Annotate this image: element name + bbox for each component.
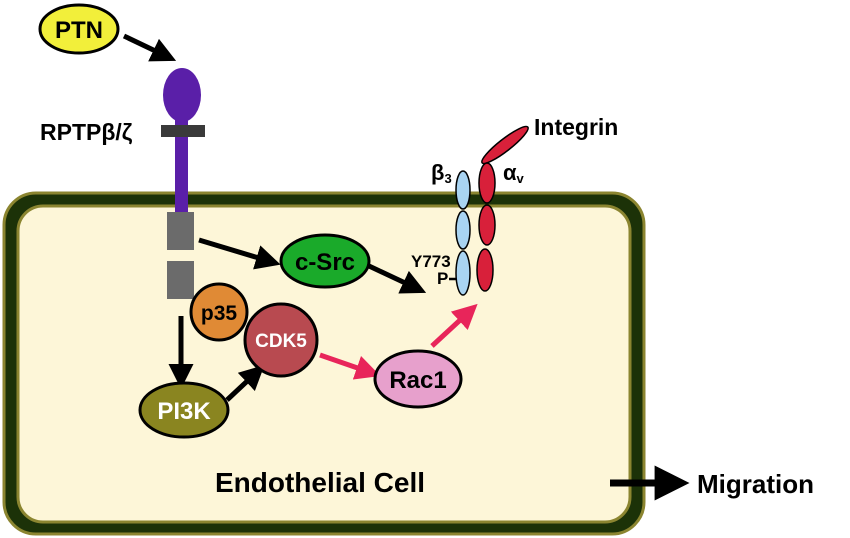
phospho-label: P xyxy=(437,269,448,288)
ptn-label: PTN xyxy=(55,17,103,44)
beta-chain-segment xyxy=(455,210,471,250)
beta-chain-segment xyxy=(455,250,471,296)
receptor-to-csrc-arrow xyxy=(198,237,281,270)
alpha-chain-head xyxy=(481,125,529,165)
rac1-to-integrin-arrow xyxy=(430,303,478,348)
ptn-binding-arrow xyxy=(122,33,177,62)
alpha-subunit-label: αv xyxy=(503,160,525,186)
csrc-label: c-Src xyxy=(295,249,355,276)
integrin-heterodimer xyxy=(455,125,529,296)
receptor-cytoplasmic-domain-1 xyxy=(167,212,194,250)
rptp-receptor xyxy=(161,68,205,299)
csrc-node: c-Src xyxy=(279,233,371,289)
alpha-chain-segment xyxy=(478,162,496,204)
rac1-node: Rac1 xyxy=(373,349,463,409)
migration-label: Migration xyxy=(697,469,814,499)
y773-site-label: Y773 xyxy=(411,252,451,271)
receptor-label: RPTPβ/ζ xyxy=(40,119,133,145)
receptor-membrane-bar xyxy=(161,125,205,137)
pi3k-to-cdk5-arrow xyxy=(225,364,265,402)
receptor-head xyxy=(163,68,201,122)
receptor-cytoplasmic-domain-2 xyxy=(167,261,194,299)
ptn-ligand: PTN xyxy=(38,3,120,55)
cdk5-node: CDK5 xyxy=(243,302,319,378)
rac1-label: Rac1 xyxy=(389,367,446,394)
integrin-label: Integrin xyxy=(534,114,618,140)
alpha-chain-segment xyxy=(478,204,496,246)
csrc-to-integrin-arrow xyxy=(367,263,427,294)
cdk5-label: CDK5 xyxy=(255,331,307,352)
alpha-chain-segment xyxy=(476,248,494,292)
cell-label: Endothelial Cell xyxy=(215,467,425,498)
p35-node: p35 xyxy=(189,282,249,342)
pi3k-node: PI3K xyxy=(138,381,230,439)
beta-subunit-label: β3 xyxy=(431,160,452,186)
p35-label: p35 xyxy=(201,302,238,325)
cdk5-to-rac1-arrow xyxy=(319,352,381,380)
pi3k-label: PI3K xyxy=(157,398,211,425)
beta-chain-segment xyxy=(455,170,471,210)
